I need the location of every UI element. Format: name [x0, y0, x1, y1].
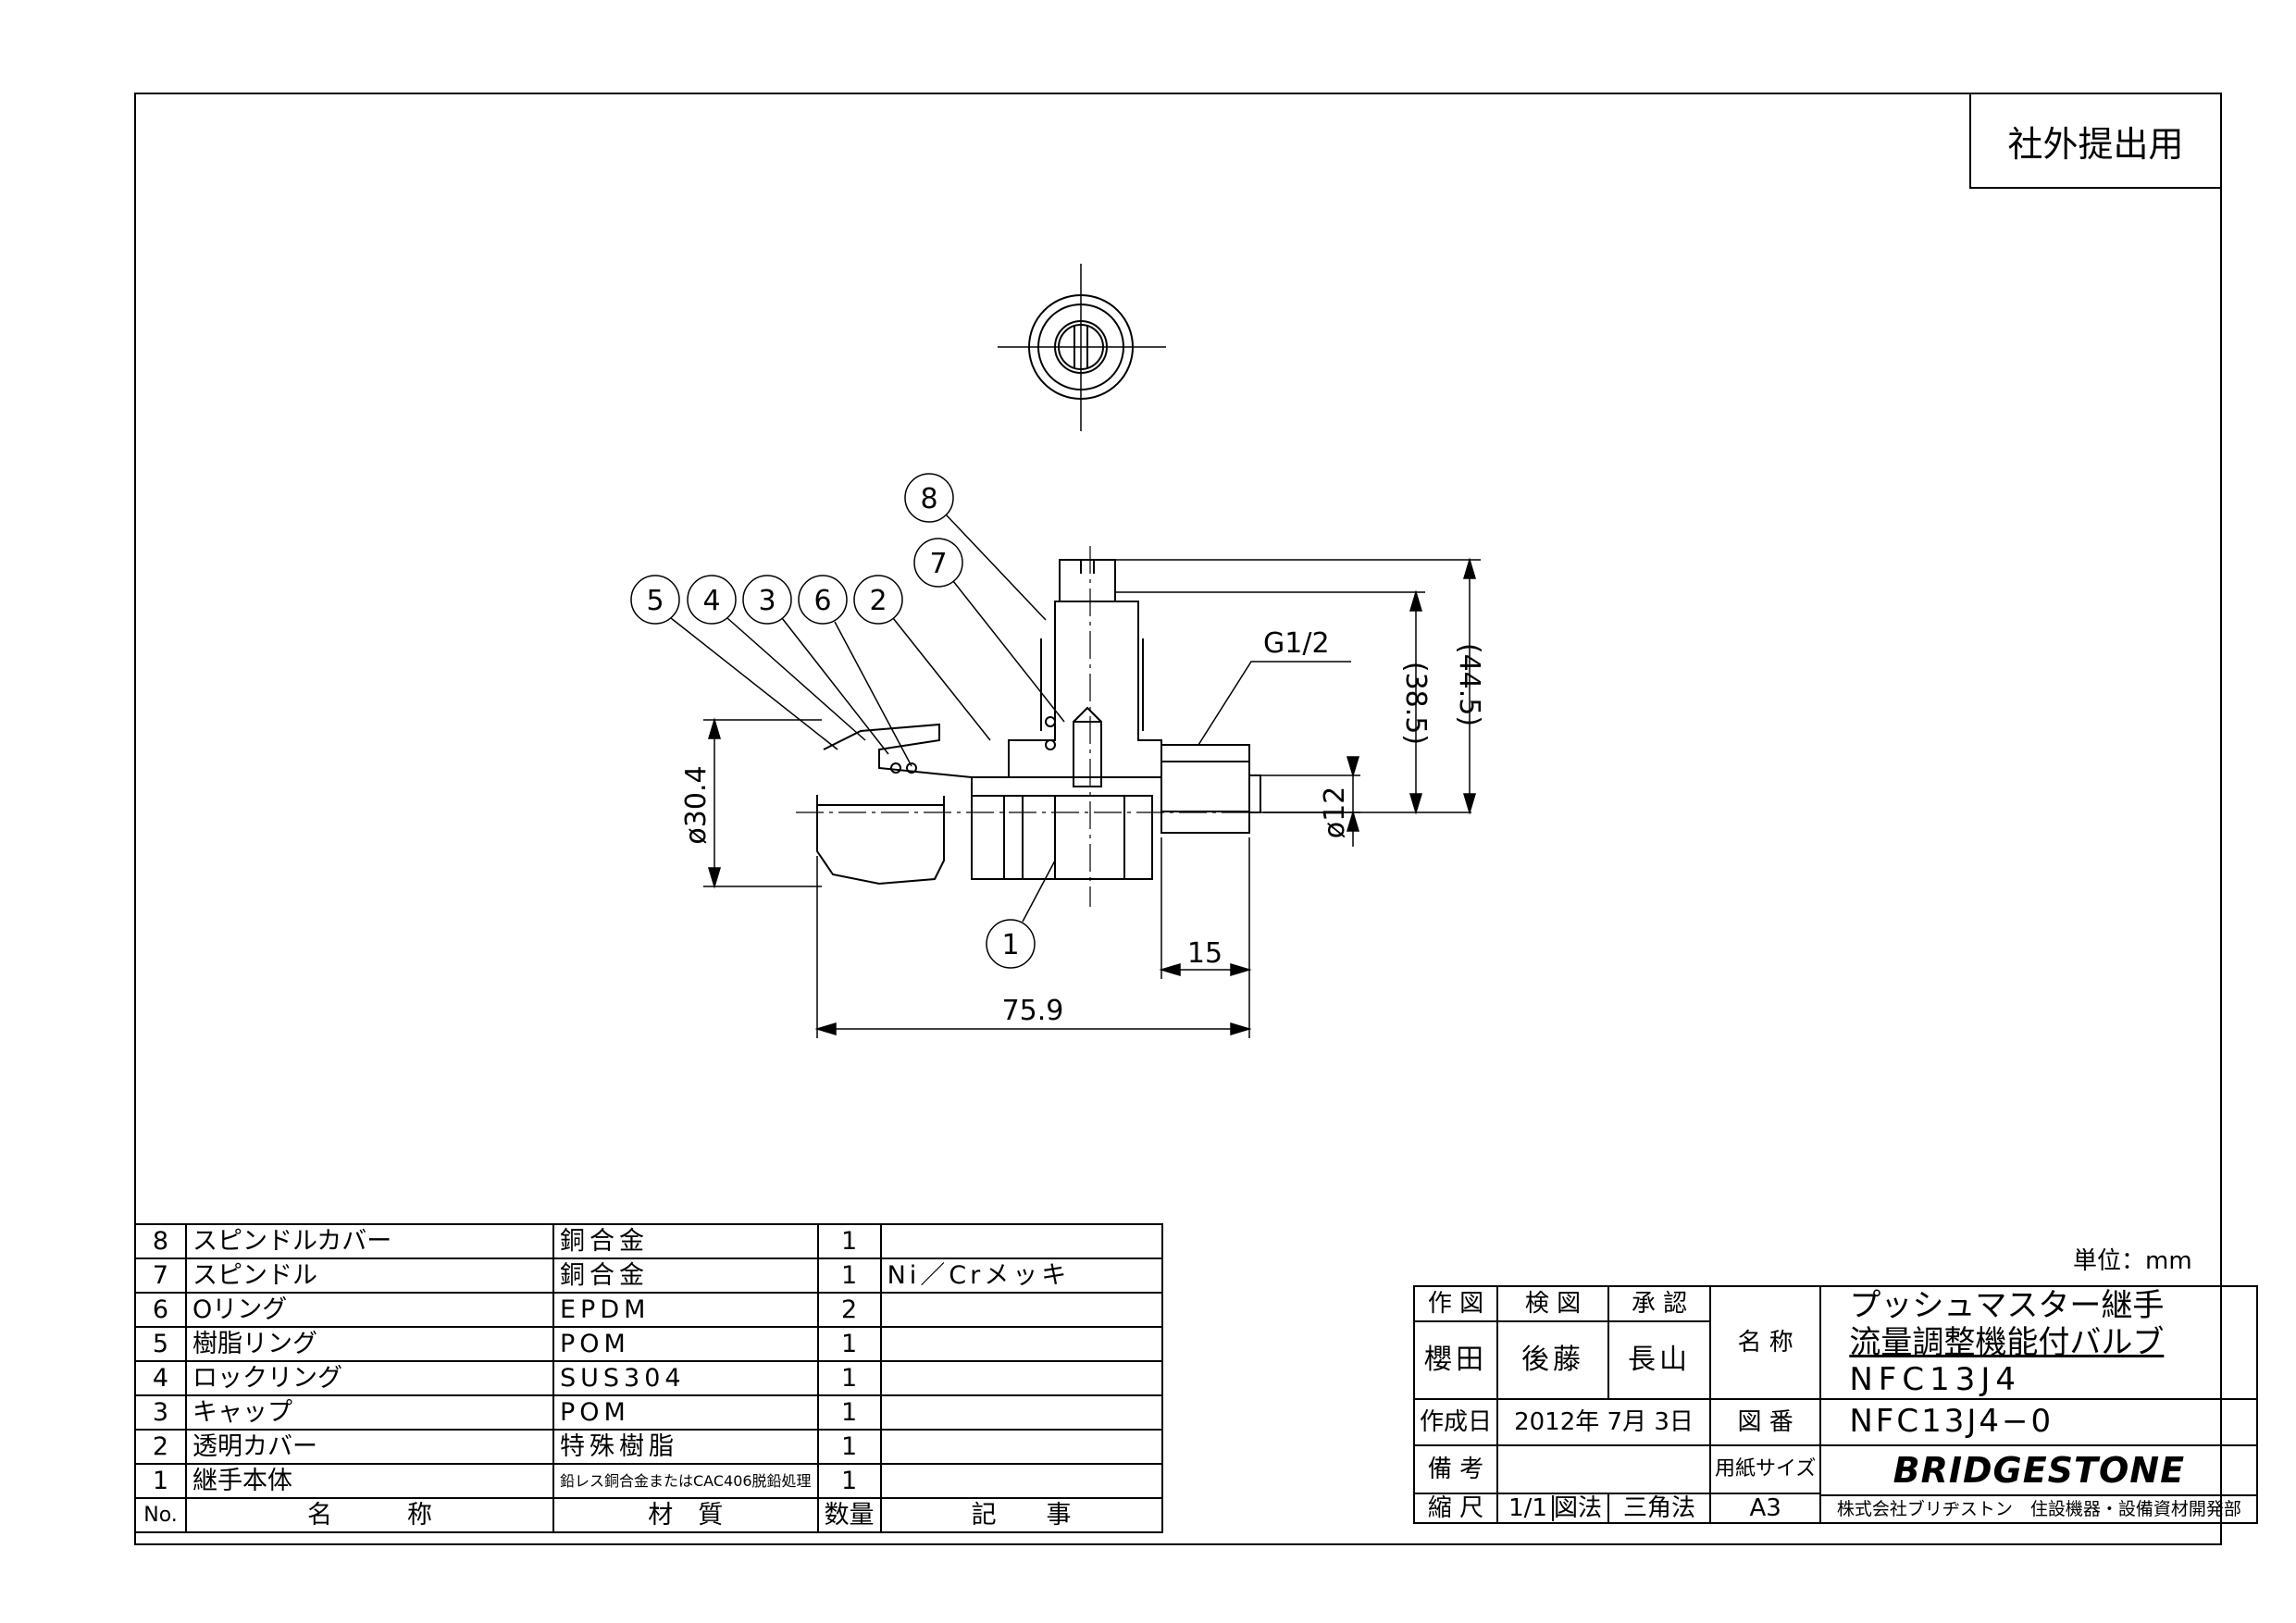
section-view: [796, 546, 1263, 907]
drawing-number: NFC13J4−0: [1819, 1398, 2259, 1446]
table-row: 8 スピンドルカバー 銅合金 1: [134, 1223, 1163, 1259]
dim-thread: G1/2: [1263, 627, 1330, 660]
balloon-6: 6: [813, 585, 831, 617]
dim-bore-diameter: ø12: [1319, 787, 1351, 839]
paper-size: A3: [1708, 1493, 1822, 1524]
notes-value: [1496, 1443, 1711, 1495]
table-row: 7 スピンドル 銅合金 1 Ni／Crメッキ: [134, 1258, 1163, 1294]
scale-label: 縮 尺: [1413, 1493, 1498, 1524]
balloon-1: 1: [1001, 929, 1019, 961]
notes-label: 備 考: [1413, 1443, 1498, 1495]
scale-value: 1/1: [1504, 1495, 1554, 1522]
bridgestone-logo: BRIDGESTONE: [1893, 1450, 2186, 1491]
top-view: [998, 264, 1166, 431]
dim-height-44-5: (44.5): [1453, 643, 1485, 726]
table-row: 4 ロックリング SUS304 1: [134, 1360, 1163, 1396]
dim-outer-diameter: ø30.4: [680, 765, 713, 844]
dim-thread-length: 15: [1187, 937, 1222, 970]
product-name-line3: NFC13J4: [1849, 1361, 2021, 1398]
company-name: 株式会社ブリヂストン 住設機器・設備資材開発部: [1821, 1494, 2257, 1522]
drawn-label: 作 図: [1413, 1285, 1498, 1322]
approved-by: 長山: [1607, 1319, 1711, 1401]
checked-label: 検 図: [1496, 1285, 1609, 1322]
unit-label: 単位：mm: [2073, 1247, 2192, 1275]
drawing-number-label: 図 番: [1708, 1398, 1822, 1446]
parts-list: 8 スピンドルカバー 銅合金 1 7 スピンドル 銅合金 1 Ni／Crメッキ …: [134, 1223, 1163, 1533]
external-submission-stamp: 社外提出用: [1969, 93, 2222, 189]
product-name-line2: 流量調整機能付バルブ: [1849, 1324, 2165, 1361]
drawing-frame: [134, 93, 2222, 1545]
balloon-2: 2: [869, 585, 887, 617]
method-label: 図法: [1554, 1493, 1603, 1522]
created-date: 2012年 7月 3日: [1496, 1398, 1711, 1446]
balloon-4: 4: [702, 585, 720, 617]
projection-method: 三角法: [1607, 1493, 1711, 1524]
balloon-7: 7: [929, 548, 947, 580]
balloon-5: 5: [646, 585, 664, 617]
product-name-line1: プッシュマスター継手: [1849, 1287, 2165, 1324]
balloon-callouts: [630, 473, 1065, 969]
balloon-3: 3: [758, 585, 776, 617]
dim-height-38-5: (38.5): [1399, 662, 1432, 745]
table-row: 3 キャップ POM 1: [134, 1394, 1163, 1431]
balloon-8: 8: [920, 483, 937, 515]
table-row: 6 Oリング EPDM 2: [134, 1292, 1163, 1328]
parts-header-row: No. 名 称 材 質 数量 記 事: [134, 1497, 1163, 1533]
checked-by: 後藤: [1496, 1319, 1609, 1401]
dimension-lines: [703, 557, 1481, 1038]
created-label: 作成日: [1413, 1398, 1498, 1446]
dim-total-length: 75.9: [1002, 995, 1064, 1027]
title-block: 作 図 検 図 承 認 名 称 プッシュマスター継手 流量調整機能付バルブ NF…: [1413, 1285, 2259, 1524]
paper-size-label: 用紙サイズ: [1708, 1443, 1822, 1495]
brand-area: BRIDGESTONE 株式会社ブリヂストン 住設機器・設備資材開発部: [1819, 1444, 2259, 1524]
table-row: 1 継手本体 鉛レス銅合金またはCAC406脱鉛処理 1: [134, 1463, 1163, 1499]
table-row: 5 樹脂リング POM 1: [134, 1326, 1163, 1362]
drawn-by: 櫻田: [1413, 1319, 1498, 1401]
approved-label: 承 認: [1607, 1285, 1711, 1322]
product-name: プッシュマスター継手 流量調整機能付バルブ NFC13J4: [1819, 1285, 2259, 1400]
name-label: 名 称: [1708, 1285, 1822, 1400]
table-row: 2 透明カバー 特殊樹脂 1: [134, 1429, 1163, 1465]
